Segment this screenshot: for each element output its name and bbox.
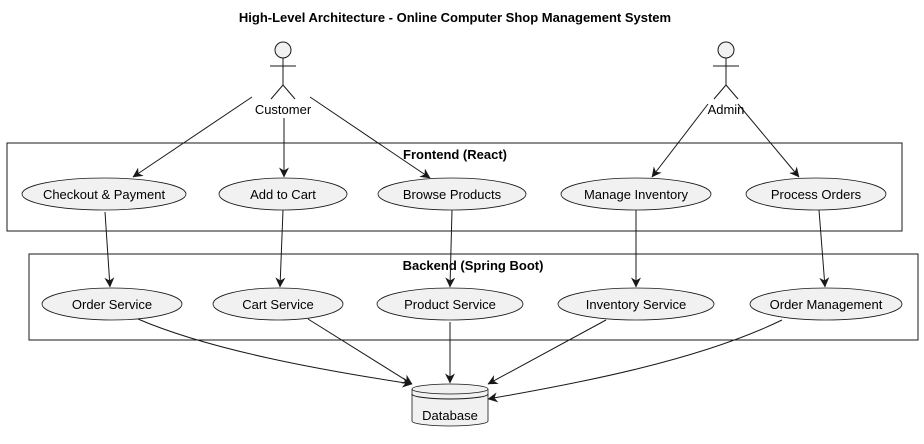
admin-stick-figure-icon [713, 41, 739, 100]
usecase-label: Product Service [404, 297, 496, 312]
usecase-label: Browse Products [403, 187, 502, 202]
usecase-inventory-service: Inventory Service [557, 287, 715, 321]
usecase-label: Cart Service [242, 297, 314, 312]
backend-package-title: Backend (Spring Boot) [403, 258, 544, 273]
edge-cart-cartservice [275, 209, 286, 288]
database-edges [137, 318, 783, 403]
edge-admin-inventory [651, 103, 709, 178]
usecase-label: Order Management [770, 297, 883, 312]
edge-browse-productservice [445, 209, 456, 288]
edge-cartservice-db [307, 318, 413, 385]
usecase-process-orders: Process Orders [745, 177, 887, 211]
usecase-label: Manage Inventory [584, 187, 689, 202]
actor-edges [132, 96, 800, 179]
usecase-label: Checkout & Payment [43, 187, 166, 202]
database-label: Database [422, 408, 478, 423]
actor-customer: Customer [255, 41, 312, 117]
usecase-label: Process Orders [771, 187, 862, 202]
usecase-order-management: Order Management [749, 287, 903, 321]
database: Database [411, 383, 489, 427]
actor-admin: Admin [708, 41, 745, 117]
database-cylinder-icon [411, 383, 489, 427]
edge-customer-browse [309, 96, 431, 179]
usecase-label: Inventory Service [586, 297, 686, 312]
usecase-product-service: Product Service [376, 287, 524, 321]
frontend-package-title: Frontend (React) [403, 147, 507, 162]
usecase-label: Order Service [72, 297, 152, 312]
backend-package [28, 253, 919, 341]
edge-checkout-orderservice [104, 211, 115, 288]
edge-ordermanagement-db [487, 319, 783, 403]
edge-admin-orders [737, 103, 800, 178]
usecase-browse-products: Browse Products [377, 177, 527, 211]
edge-orderservice-db [137, 318, 413, 388]
edge-inventoryservice-db [487, 319, 607, 385]
usecase-order-service: Order Service [41, 287, 183, 321]
diagram-title: High-Level Architecture - Online Compute… [239, 10, 671, 25]
usecase-cart-service: Cart Service [212, 287, 344, 321]
usecase-checkout-payment: Checkout & Payment [21, 177, 187, 211]
customer-label: Customer [255, 102, 312, 117]
customer-stick-figure-icon [270, 41, 296, 100]
service-edges [104, 209, 830, 288]
admin-label: Admin [708, 102, 745, 117]
frontend-package [6, 142, 903, 232]
edge-orders-ordermanagement [818, 209, 830, 288]
usecase-add-to-cart: Add to Cart [218, 177, 348, 211]
usecase-label: Add to Cart [250, 187, 316, 202]
usecase-manage-inventory: Manage Inventory [560, 177, 712, 211]
edge-customer-checkout [132, 96, 253, 178]
